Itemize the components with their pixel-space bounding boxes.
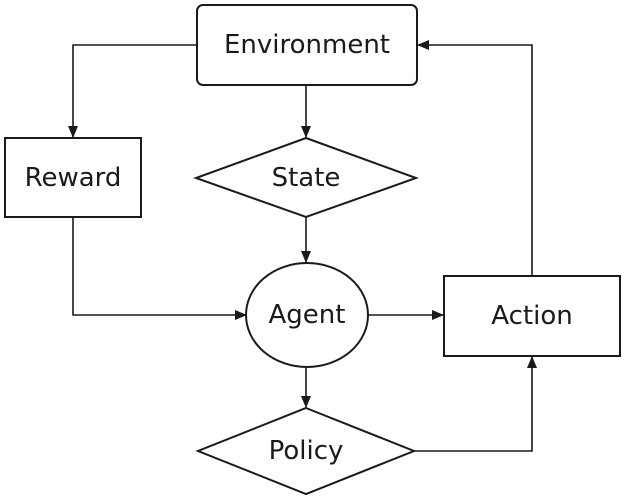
state-label: State (272, 163, 341, 193)
node-policy: Policy (195, 406, 417, 496)
edge-action-to-environment (417, 40, 533, 276)
reward-box (4, 137, 142, 218)
state-diamond (193, 136, 419, 219)
policy-label: Policy (269, 436, 344, 466)
environment-label: Environment (224, 30, 390, 60)
node-agent: Agent (245, 262, 369, 368)
agent-ellipse (245, 262, 369, 368)
environment-box (196, 4, 418, 86)
reward-label: Reward (25, 163, 122, 193)
node-action: Action (443, 275, 621, 357)
edge-reward-to-agent (72, 217, 247, 320)
edges (68, 40, 537, 452)
edge-environment-to-reward (68, 44, 197, 138)
edge-policy-to-action (414, 356, 537, 452)
node-reward: Reward (4, 137, 142, 218)
agent-label: Agent (269, 300, 346, 330)
policy-diamond (195, 406, 417, 496)
node-environment: Environment (196, 4, 418, 86)
action-box (443, 275, 621, 357)
node-state: State (193, 136, 419, 219)
action-label: Action (491, 301, 572, 331)
